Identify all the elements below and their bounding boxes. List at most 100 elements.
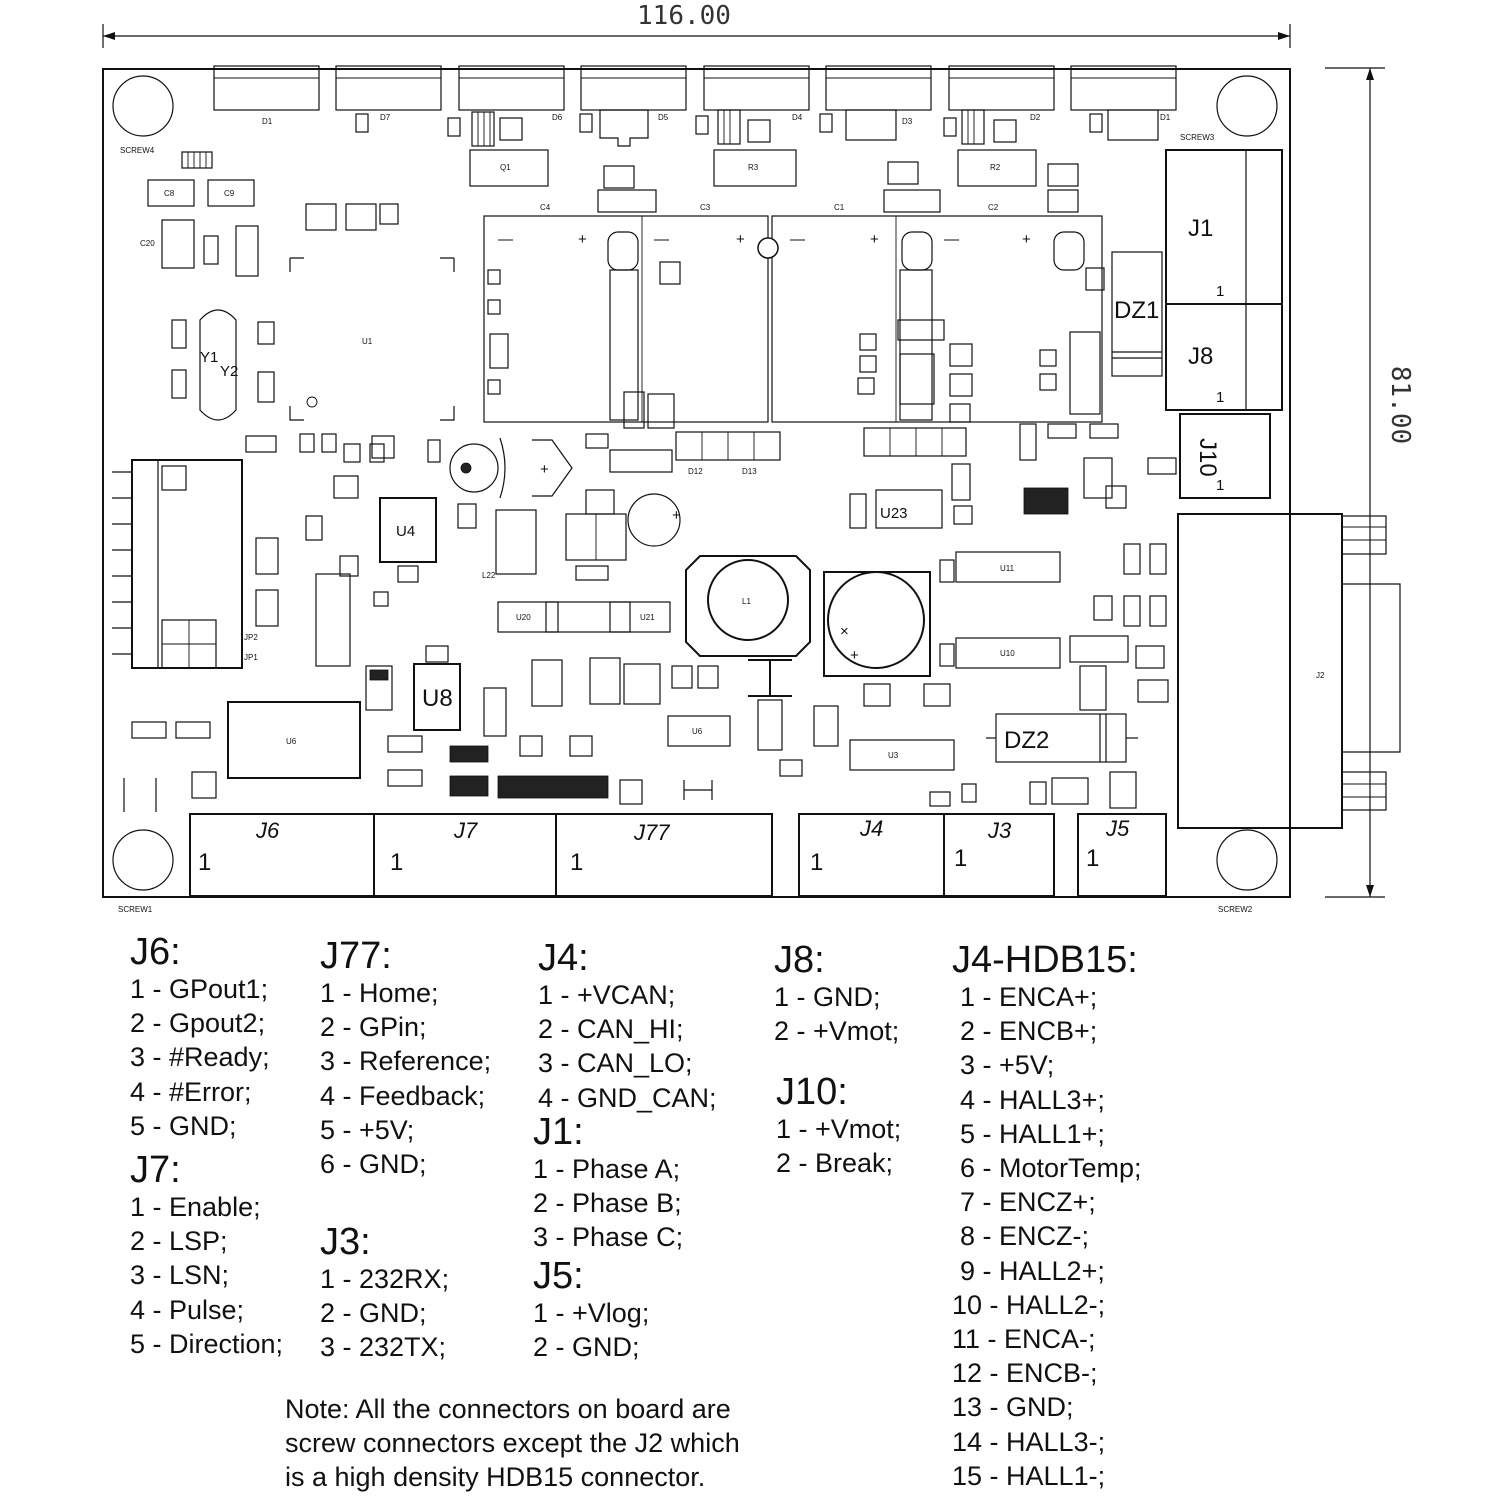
upper-left-parts: C8 C9 C20: [140, 151, 399, 277]
legend-j3-title: J3:: [320, 1221, 371, 1263]
legend-j8-title: J8:: [774, 939, 825, 981]
lower-middle-parts: U20 U21 U6 U3: [497, 601, 977, 807]
svg-text:—: —: [944, 231, 959, 248]
j3-board-label: J3: [987, 818, 1012, 843]
j7-board-label: J7: [453, 818, 478, 843]
legend-pin: 5 - +5V;: [320, 1114, 415, 1145]
svg-text:Q1: Q1: [500, 163, 511, 172]
svg-text:—: —: [790, 231, 805, 248]
svg-text:—: —: [654, 231, 669, 248]
legend-pin: 9 - HALL2+;: [960, 1255, 1105, 1286]
svg-text:+: +: [850, 647, 859, 664]
cap-label: D7: [380, 113, 391, 122]
j2-hdb15-connector: J2: [1177, 513, 1401, 829]
svg-text:+: +: [1022, 231, 1031, 248]
j4-pin-label: 1: [810, 849, 823, 876]
height-dimension-label: 81.00: [1385, 366, 1415, 444]
j7-pin-label: 1: [390, 849, 403, 876]
j6-pin-label: 1: [198, 849, 211, 876]
mounting-hole: [112, 829, 174, 891]
svg-text:C1: C1: [834, 203, 845, 212]
width-dimension-label: 116.00: [637, 1, 731, 31]
legend-pin: 14 - HALL3-;: [952, 1426, 1106, 1457]
legend-pin: 2 - Gpout2;: [130, 1008, 266, 1039]
j2-label: J2: [1316, 671, 1325, 680]
cap-label: D3: [902, 117, 913, 126]
height-dimension: 81.00: [1325, 67, 1415, 898]
right-connector-stack: J1 1 J8 1 J10 1: [1165, 149, 1283, 499]
legend-j77-title: J77:: [320, 935, 392, 977]
bulk-capacitor-bank: — + — + — + — + C4 C3 C1 C2: [483, 161, 1105, 429]
svg-text:JP2: JP2: [244, 633, 258, 642]
svg-text:—: —: [498, 231, 513, 248]
legend-pin: 10 - HALL2-;: [952, 1289, 1106, 1320]
legend-pin: 2 - +Vmot;: [774, 1016, 900, 1047]
j77-board-label: J77: [633, 820, 670, 845]
svg-text:C20: C20: [140, 239, 155, 248]
svg-text:U3: U3: [888, 751, 899, 760]
legend-pin: 3 - +5V;: [960, 1050, 1055, 1081]
l1-inductor: L1: [685, 555, 811, 657]
legend-j1-title: J1:: [533, 1111, 584, 1153]
legend-pin: 3 - 232TX;: [320, 1332, 447, 1363]
dz2-diode: DZ2: [986, 713, 1138, 809]
legend-pin: 7 - ENCZ+;: [960, 1187, 1096, 1218]
legend-pin: 2 - LSP;: [130, 1226, 228, 1257]
legend-pin: 2 - CAN_HI;: [538, 1014, 684, 1045]
legend-pin: 4 - #Error;: [130, 1076, 252, 1107]
legend-pin: 4 - GND_CAN;: [538, 1082, 717, 1113]
mounting-hole: [112, 75, 174, 137]
top-component-row: D1 D7 D6 D5 D4 D3 D2 D1: [213, 65, 1177, 126]
legend-pin: 3 - Reference;: [320, 1046, 492, 1077]
j1-pin-label: 1: [1216, 283, 1224, 300]
legend-j3: J3: 1 - 232RX; 2 - GND; 3 - 232TX;: [320, 1222, 449, 1365]
legend-pin: 1 - GND;: [774, 982, 881, 1012]
svg-text:+: +: [870, 231, 879, 248]
power-components: + L22 D12 D13 +: [449, 431, 781, 581]
dz1-label: DZ1: [1114, 297, 1159, 324]
j4-board-label: J4: [859, 816, 883, 841]
legend-pin: 3 - #Ready;: [130, 1042, 270, 1073]
u23-label: U23: [880, 505, 908, 522]
legend-j4-hdb15: J4-HDB15: 1 - ENCA+; 2 - ENCB+; 3 - +5V;…: [952, 940, 1142, 1493]
crystal-label-y2: Y2: [220, 363, 238, 380]
legend-pin: 1 - +Vmot;: [776, 1114, 902, 1144]
legend-pin: 4 - Feedback;: [320, 1080, 486, 1111]
screw-label: SCREW1: [118, 905, 153, 914]
legend-j5: J5: 1 - +Vlog; 2 - GND;: [533, 1256, 649, 1364]
connector-note: Note: All the connectors on board are sc…: [285, 1392, 740, 1494]
j5-pin-label: 1: [1086, 845, 1099, 872]
legend-j10-title: J10:: [776, 1071, 848, 1113]
legend-j6: J6: 1 - GPout1; 2 - Gpout2; 3 - #Ready; …: [130, 932, 270, 1143]
legend-pin: 2 - GPin;: [320, 1012, 427, 1043]
screw-label: SCREW2: [1218, 905, 1253, 914]
legend-j4-title: J4:: [538, 937, 589, 979]
legend-pin: 6 - GND;: [320, 1149, 427, 1180]
cap-label: D4: [792, 113, 803, 122]
j8-pin-label: 1: [1216, 389, 1224, 406]
legend-pin: 1 - +Vlog;: [533, 1298, 650, 1328]
legend-pin: 1 - ENCA+;: [960, 982, 1098, 1012]
legend-pin: 3 - Phase C;: [533, 1222, 684, 1253]
round-capacitor-c75: × +: [823, 571, 931, 677]
regulators: U11 U10: [939, 423, 1177, 711]
l1-label: L1: [742, 597, 751, 606]
legend-pin: 1 - 232RX;: [320, 1264, 450, 1294]
svg-text:C3: C3: [700, 203, 711, 212]
legend-pin: 2 - Break;: [776, 1148, 894, 1179]
legend-pin: 1 - +VCAN;: [538, 980, 676, 1010]
svg-text:C2: C2: [988, 203, 999, 212]
legend-j1: J1: 1 - Phase A; 2 - Phase B; 3 - Phase …: [533, 1112, 683, 1255]
pcb-layout-drawing: 116.00 81.00 SCREW4 SCREW3 SCREW1 SCREW2: [102, 1, 1415, 914]
svg-text:+: +: [578, 231, 587, 248]
cap-label: D5: [658, 113, 669, 122]
legend-pin: 12 - ENCB-;: [952, 1358, 1098, 1389]
jp3-header: JP2 JP1: [112, 435, 279, 669]
svg-text:U6: U6: [692, 727, 703, 736]
svg-text:×: ×: [840, 623, 849, 640]
legend-j7: J7: 1 - Enable; 2 - LSP; 3 - LSN; 4 - Pu…: [130, 1150, 283, 1361]
legend-j5-title: J5:: [533, 1255, 584, 1297]
svg-text:U21: U21: [640, 613, 655, 622]
legend-j7-title: J7:: [130, 1149, 181, 1191]
svg-text:C8: C8: [164, 189, 175, 198]
